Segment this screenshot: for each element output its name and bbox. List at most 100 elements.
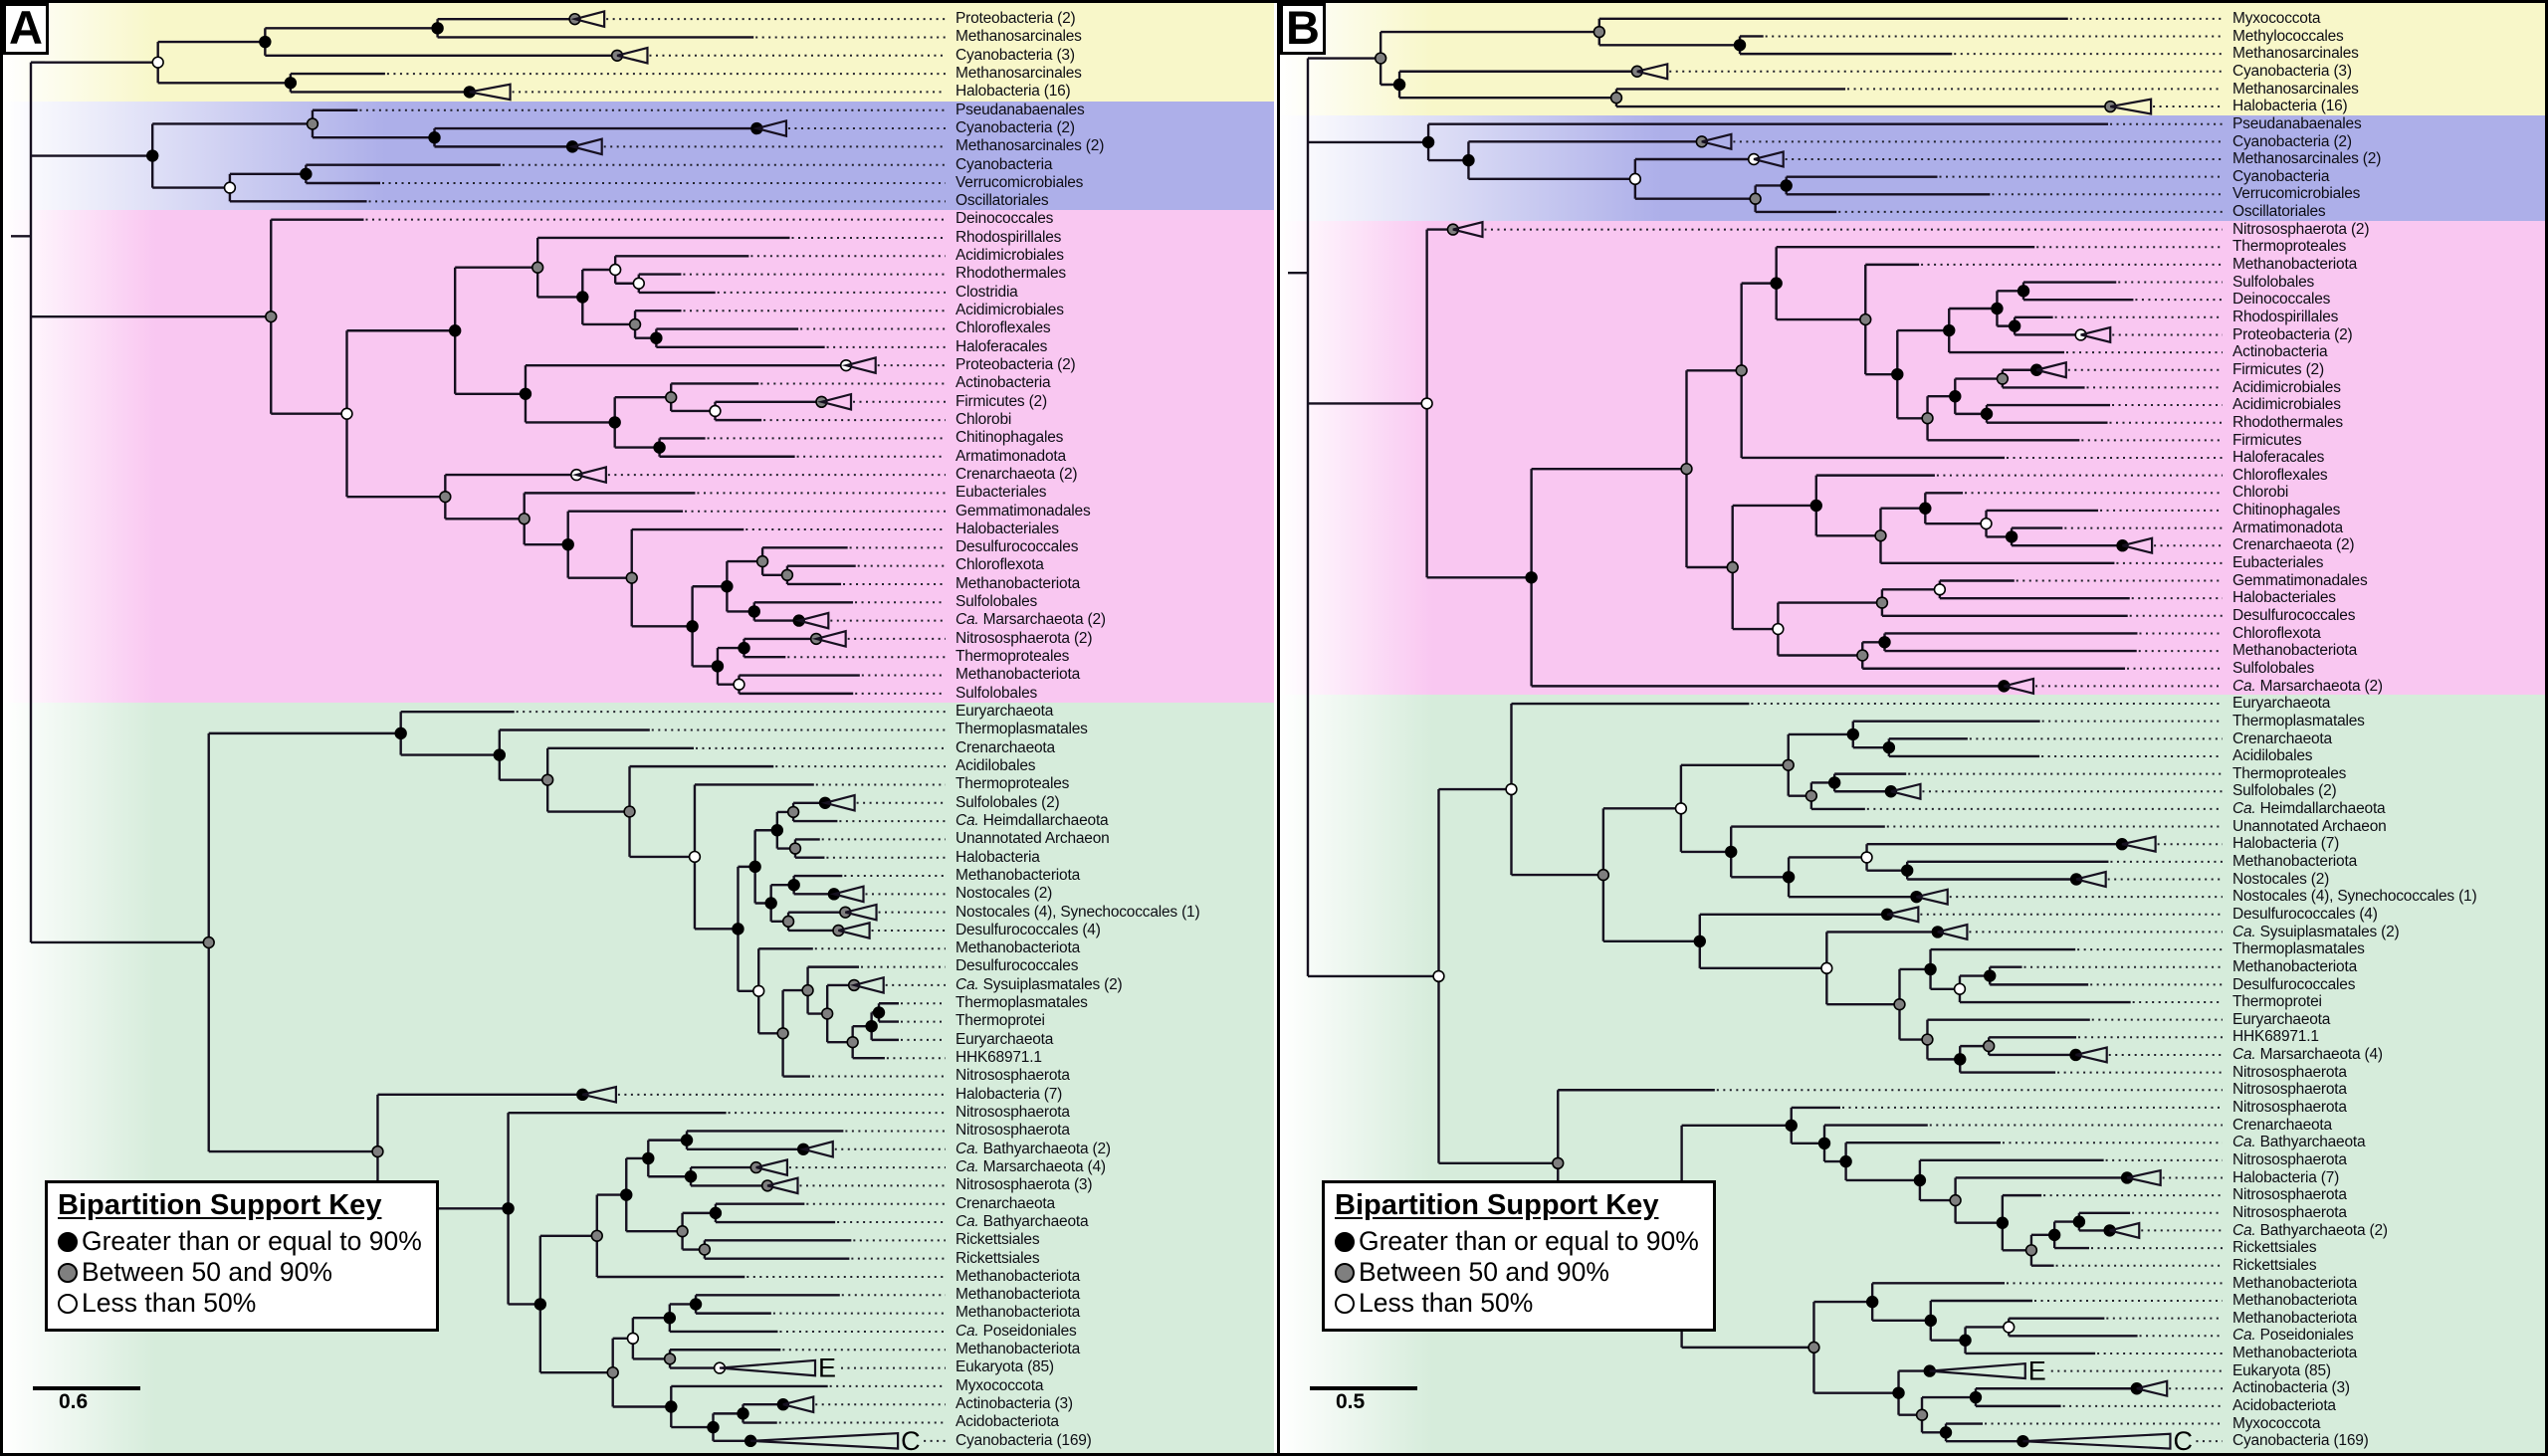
collapsed-clade-icon (1452, 220, 1484, 239)
tip-label: Acidimicrobiales (2232, 378, 2341, 396)
bipartition-support-key: Bipartition Support Key Greater than or … (45, 1180, 439, 1332)
support-node-icon (820, 1007, 834, 1020)
tip-label: Ca. Sysuiplasmatales (2) (956, 975, 1123, 993)
band-yellow (3, 3, 1274, 102)
tip-label: Myxococcota (2232, 1414, 2321, 1432)
collapsed-clade-icon (838, 921, 871, 940)
support-node-icon (707, 1420, 720, 1434)
support-node-icon (259, 35, 272, 49)
support-node-icon (394, 727, 407, 740)
tip-label: Rickettsiales (2232, 1256, 2317, 1274)
support-node-icon (1891, 367, 1904, 381)
collapsed-clade-icon (2004, 677, 2035, 696)
collapsed-clade-icon (794, 611, 830, 630)
tip-label: Methanosarcinales (2) (2232, 150, 2382, 168)
support-node-icon (1939, 1426, 1953, 1439)
tip-label: Pseudanabaenales (2232, 114, 2362, 132)
tip-label: Methanosarcinales (2) (956, 137, 1105, 155)
clade-tag-label: E (818, 1353, 836, 1383)
tip-label: Ca. Bathyarchaeota (2) (2232, 1221, 2388, 1239)
tip-label: Proteobacteria (2) (2232, 325, 2353, 343)
support-node-icon (698, 1243, 712, 1256)
band-blue (1280, 114, 2545, 221)
collapsed-clade-icon (820, 793, 856, 812)
support-node-icon (284, 77, 298, 90)
tip-label: Thermoproteales (2232, 238, 2347, 256)
tip-label: Chloroflexales (2232, 466, 2328, 484)
collapsed-clade-icon (2080, 325, 2112, 344)
support-node-icon (1505, 782, 1518, 796)
support-node-icon (709, 1206, 723, 1220)
support-node-icon (1980, 517, 1993, 530)
tip-label: Verrucomicrobiales (956, 173, 1084, 191)
tip-label: Haloferacales (956, 337, 1048, 355)
legend-item-label: Between 50 and 90% (82, 1257, 332, 1287)
tip-label: Euryarchaeota (2232, 1010, 2331, 1028)
support-node-icon (846, 1035, 859, 1049)
collapsed-clade-icon (750, 1431, 900, 1450)
support-node-icon (709, 404, 722, 418)
tip-label: HHK68971.1 (956, 1049, 1042, 1067)
support-node-icon (628, 317, 642, 331)
collapsed-clade-icon (2075, 870, 2107, 889)
tip-label: Proteobacteria (2) (956, 356, 1076, 373)
tip-label: Chloroflexota (956, 556, 1044, 574)
support-node-icon (780, 568, 794, 582)
tip-label: Rhodothermales (956, 265, 1066, 283)
tip-label: Chitinophagales (956, 429, 1064, 447)
support-node-icon (776, 1027, 789, 1040)
support-node-icon (2024, 1244, 2038, 1257)
tip-label: Sulfolobales (2232, 273, 2315, 291)
legend-item-label: Greater than or equal to 90% (82, 1226, 422, 1256)
support-node-icon (1980, 407, 1994, 421)
support-node-icon (1921, 412, 1934, 425)
support-node-icon (738, 641, 750, 655)
support-node-icon (2008, 319, 2021, 332)
clade-tag-label: E (2028, 1356, 2046, 1386)
support-node-icon (1693, 935, 1706, 948)
collapsed-clade-icon (2109, 1221, 2141, 1240)
support-node-icon (1462, 153, 1475, 167)
support-node-icon (1991, 302, 2004, 315)
tip-label: Methanobacteriota (2232, 957, 2357, 975)
support-node-icon (625, 571, 638, 584)
panel-letter-a: A (3, 3, 49, 55)
support-node-icon (1865, 1295, 1879, 1309)
support-node-icon (340, 407, 353, 420)
collapsed-clade-icon (829, 885, 865, 904)
support-node-icon (1725, 845, 1738, 859)
support-node-icon (1921, 1033, 1934, 1046)
tip-label: Methanobacteriota (2232, 1292, 2357, 1310)
collapsed-clade-icon (1886, 905, 1920, 924)
collapsed-clade-icon (1929, 1361, 2026, 1380)
collapsed-clade-icon (469, 83, 512, 102)
tip-label: Nitrososphaerota (956, 1103, 1070, 1121)
tip-label: Chlorobi (956, 410, 1012, 428)
support-node-icon (1892, 1386, 1905, 1399)
tip-label: Methanobacteriota (956, 1304, 1080, 1322)
collapsed-clade-icon (2121, 835, 2157, 853)
support-node-icon (752, 984, 765, 997)
support-node-icon (1856, 649, 1869, 662)
support-node-icon (1749, 192, 1762, 205)
tip-label: Sulfolobales (956, 684, 1038, 702)
tip-label: Unannotated Archaeon (2232, 817, 2387, 835)
support-node-icon (642, 1151, 655, 1165)
scale-bar-line (33, 1386, 140, 1390)
tip-label: Ca. Sysuiplasmatales (2) (2232, 923, 2400, 940)
support-node-icon (1919, 502, 1932, 515)
collapsed-clade-icon (582, 1085, 617, 1104)
support-node-icon (502, 1202, 515, 1215)
legend-item: Less than 50% (1335, 1288, 1699, 1319)
legend-title: Bipartition Support Key (58, 1189, 382, 1221)
collapsed-clade-icon (817, 392, 853, 411)
support-node-icon (202, 936, 215, 949)
tip-label: Euryarchaeota (2232, 695, 2331, 713)
tip-label: Chlorobi (2232, 484, 2289, 502)
tip-label: Methylococcales (2232, 27, 2344, 45)
tip-label: Unannotated Archaeon (956, 830, 1110, 848)
bipartition-support-key: Bipartition Support Key Greater than or … (1322, 1180, 1716, 1332)
tip-label: Rickettsiales (956, 1231, 1040, 1249)
support-node-icon (561, 537, 574, 551)
